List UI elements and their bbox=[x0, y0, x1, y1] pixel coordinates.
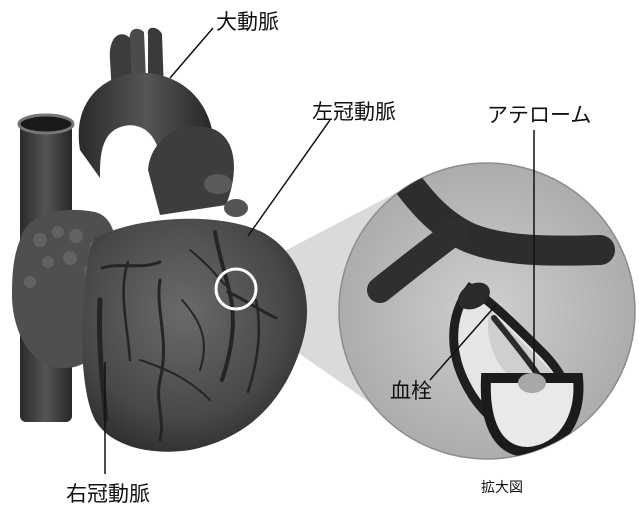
label-left-coronary-artery: 左冠動脈 bbox=[312, 102, 396, 123]
label-atheroma: アテローム bbox=[487, 105, 591, 126]
leader-left-coronary bbox=[248, 120, 330, 236]
label-thrombus: 血栓 bbox=[390, 381, 432, 402]
magnified-view bbox=[339, 163, 635, 459]
leader-aorta bbox=[170, 28, 213, 78]
label-magnified-view: 拡大図 bbox=[481, 481, 523, 495]
label-right-coronary-artery: 右冠動脈 bbox=[66, 484, 150, 505]
label-aorta: 大動脈 bbox=[216, 12, 279, 33]
